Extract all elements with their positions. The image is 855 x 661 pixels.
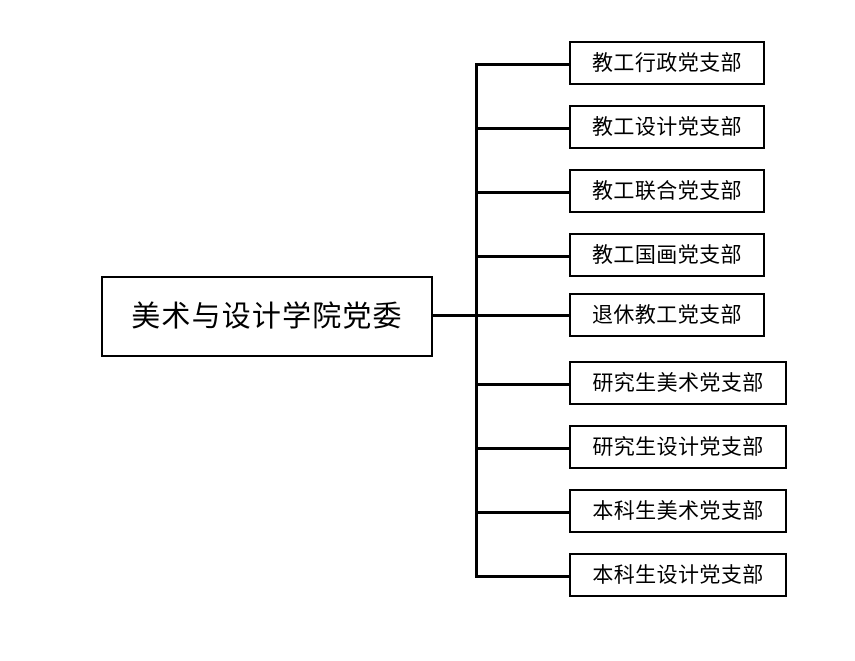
trunk-connector-line xyxy=(475,63,478,575)
branch-connector-line-4 xyxy=(475,255,569,258)
branch-node-label-2: 教工设计党支部 xyxy=(592,114,742,139)
root-to-trunk-connector-line xyxy=(432,314,477,317)
branch-node-3[interactable]: 教工联合党支部 xyxy=(569,169,765,213)
branch-connector-line-3 xyxy=(475,191,569,194)
branch-connector-line-8 xyxy=(475,511,569,514)
branch-node-label-5: 退休教工党支部 xyxy=(592,302,742,327)
branch-node-label-6: 研究生美术党支部 xyxy=(592,370,764,395)
root-node-label: 美术与设计学院党委 xyxy=(131,299,403,333)
branch-connector-line-2 xyxy=(475,127,569,130)
branch-node-label-1: 教工行政党支部 xyxy=(592,50,742,75)
branch-node-label-4: 教工国画党支部 xyxy=(592,242,742,267)
branch-node-4[interactable]: 教工国画党支部 xyxy=(569,233,765,277)
branch-node-7[interactable]: 研究生设计党支部 xyxy=(569,425,787,469)
branch-node-5[interactable]: 退休教工党支部 xyxy=(569,293,765,337)
branch-node-label-9: 本科生设计党支部 xyxy=(592,562,764,587)
branch-connector-line-9 xyxy=(475,575,569,578)
branch-node-label-8: 本科生美术党支部 xyxy=(592,498,764,523)
branch-node-label-3: 教工联合党支部 xyxy=(592,178,742,203)
branch-node-1[interactable]: 教工行政党支部 xyxy=(569,41,765,85)
branch-connector-line-1 xyxy=(475,63,569,66)
root-node-party-committee[interactable]: 美术与设计学院党委 xyxy=(101,276,433,357)
branch-connector-line-7 xyxy=(475,447,569,450)
branch-node-6[interactable]: 研究生美术党支部 xyxy=(569,361,787,405)
branch-node-8[interactable]: 本科生美术党支部 xyxy=(569,489,787,533)
branch-connector-line-6 xyxy=(475,383,569,386)
branch-connector-line-5 xyxy=(475,314,569,317)
branch-node-9[interactable]: 本科生设计党支部 xyxy=(569,553,787,597)
branch-node-label-7: 研究生设计党支部 xyxy=(592,434,764,459)
branch-node-2[interactable]: 教工设计党支部 xyxy=(569,105,765,149)
